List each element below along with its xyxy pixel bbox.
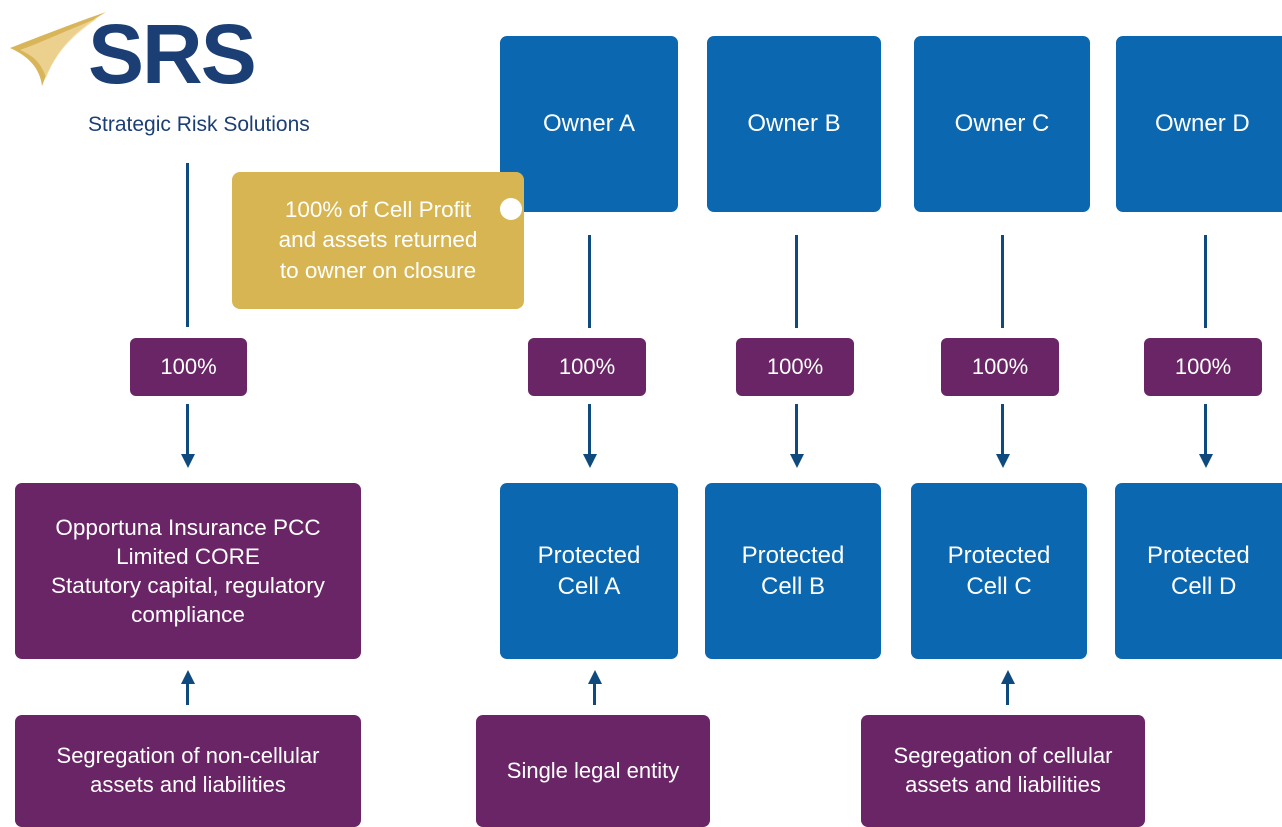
arrow-down-d-icon	[1198, 454, 1213, 468]
note-non-cellular-line-2: assets and liabilities	[90, 772, 286, 797]
connector-a-down	[588, 404, 591, 454]
cell-a-box: Protected Cell A	[500, 483, 678, 659]
connector-a-top	[588, 235, 591, 328]
connector-c-down	[1001, 404, 1004, 454]
swoosh-icon	[10, 12, 106, 86]
owner-c-box: Owner C	[914, 36, 1090, 212]
arrow-up-c-icon	[1000, 670, 1015, 684]
core-line-4: compliance	[131, 602, 245, 628]
pct-d-label: 100%	[1174, 353, 1232, 379]
connector-d-down	[1204, 404, 1207, 454]
logo-wordmark: SRS	[88, 7, 257, 101]
core-line-2: Limited CORE	[116, 543, 260, 569]
arrow-up-a-icon	[587, 670, 602, 684]
owner-a-label: Owner A	[542, 110, 636, 138]
arrow-down-c-icon	[995, 454, 1010, 468]
pct-b: 100%	[736, 338, 854, 396]
cell-d-line-1: Protected	[1147, 541, 1250, 569]
note-single-entity-line-1: Single legal entity	[506, 757, 680, 783]
core-line-1: Opportuna Insurance PCC	[55, 514, 321, 540]
connector-c-up	[1006, 683, 1009, 705]
pct-b-label: 100%	[766, 353, 824, 379]
callout-line-3: to owner on closure	[279, 257, 477, 283]
cell-b-line-2: Cell B	[760, 573, 826, 600]
note-cellular-line-1: Segregation of cellular	[893, 743, 1113, 769]
pct-a: 100%	[528, 338, 646, 396]
pct-c-label: 100%	[971, 353, 1029, 379]
owner-b-box: Owner B	[707, 36, 881, 212]
pct-a-label: 100%	[558, 353, 616, 379]
owner-b-label: Owner B	[747, 110, 841, 138]
note-non-cellular: Segregation of non-cellular assets and l…	[15, 715, 361, 827]
connector-core-up	[186, 683, 189, 705]
cell-a-line-2: Cell A	[557, 573, 621, 600]
cell-c-line-2: Cell C	[966, 573, 1032, 600]
arrow-up-core-icon	[180, 670, 195, 684]
note-cellular-line-2: assets and liabilities	[905, 772, 1101, 797]
core-line-3: Statutory capital, regulatory	[51, 573, 325, 598]
pct-core-label: 100%	[160, 353, 217, 379]
cell-b-line-1: Protected	[741, 541, 845, 569]
arrow-down-b-icon	[789, 454, 804, 468]
pct-c: 100%	[941, 338, 1059, 396]
note-cellular: Segregation of cellular assets and liabi…	[861, 715, 1145, 827]
callout-line-2: and assets returned	[278, 227, 478, 253]
connector-b-top	[795, 235, 798, 328]
arrow-down-core-icon	[180, 454, 195, 468]
connector-c-top	[1001, 235, 1004, 328]
arrow-down-a-icon	[582, 454, 597, 468]
cell-b-box: Protected Cell B	[705, 483, 881, 659]
cell-d-box: Protected Cell D	[1115, 483, 1282, 659]
connector-core-down	[186, 404, 189, 454]
cell-a-line-1: Protected	[537, 541, 641, 569]
logo-tagline: Strategic Risk Solutions	[88, 113, 310, 136]
note-non-cellular-line-1: Segregation of non-cellular	[56, 743, 320, 769]
note-single-entity: Single legal entity	[476, 715, 710, 827]
cell-c-line-1: Protected	[947, 541, 1051, 569]
cell-c-box: Protected Cell C	[911, 483, 1087, 659]
callout-notch	[500, 198, 522, 220]
owner-d-label: Owner D	[1155, 110, 1250, 138]
callout-line-1: 100% of Cell Profit	[284, 196, 472, 222]
connector-core-top	[186, 163, 189, 327]
closure-callout: 100% of Cell Profit and assets returned …	[232, 172, 524, 309]
pct-d: 100%	[1144, 338, 1262, 396]
core-box: Opportuna Insurance PCC Limited CORE Sta…	[15, 483, 361, 659]
connector-b-down	[795, 404, 798, 454]
owner-a-box: Owner A	[500, 36, 678, 212]
connector-a-up	[593, 683, 596, 705]
owner-d-box: Owner D	[1116, 36, 1282, 212]
cell-d-line-2: Cell D	[1171, 573, 1237, 600]
pct-core: 100%	[130, 338, 247, 396]
owner-c-label: Owner C	[954, 110, 1050, 138]
connector-d-top	[1204, 235, 1207, 328]
